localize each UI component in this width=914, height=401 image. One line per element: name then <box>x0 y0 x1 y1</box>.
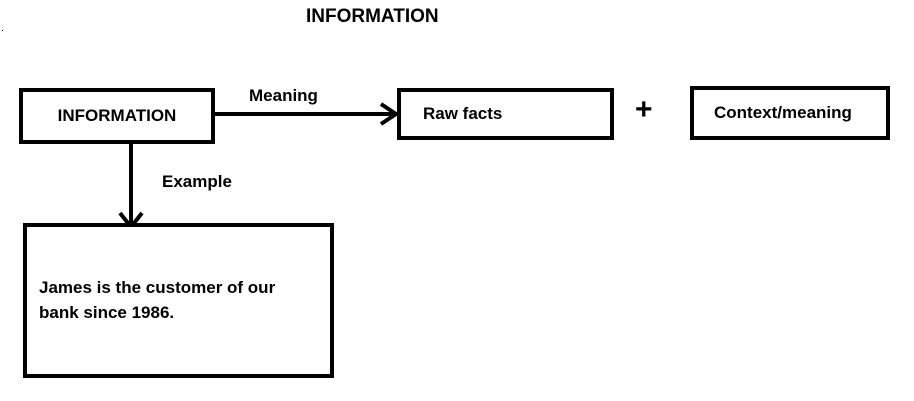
information-box-label: INFORMATION <box>57 106 177 125</box>
meaning-edge-label: Meaning <box>249 86 318 105</box>
information-box: INFORMATION <box>19 88 215 144</box>
stray-dot <box>2 30 3 31</box>
example-text: James is the customer of our bank since … <box>39 278 276 322</box>
raw-facts-label: Raw facts <box>423 104 503 123</box>
raw-facts-box: Raw facts <box>397 88 614 140</box>
diagram-title: INFORMATION <box>306 6 439 27</box>
plus-operator: + <box>635 93 653 126</box>
context-meaning-label: Context/meaning <box>714 103 852 122</box>
example-edge-label: Example <box>162 172 232 191</box>
meaning-arrowhead <box>379 102 400 126</box>
example-box: James is the customer of our bank since … <box>23 223 334 378</box>
context-meaning-box: Context/meaning <box>690 86 890 140</box>
